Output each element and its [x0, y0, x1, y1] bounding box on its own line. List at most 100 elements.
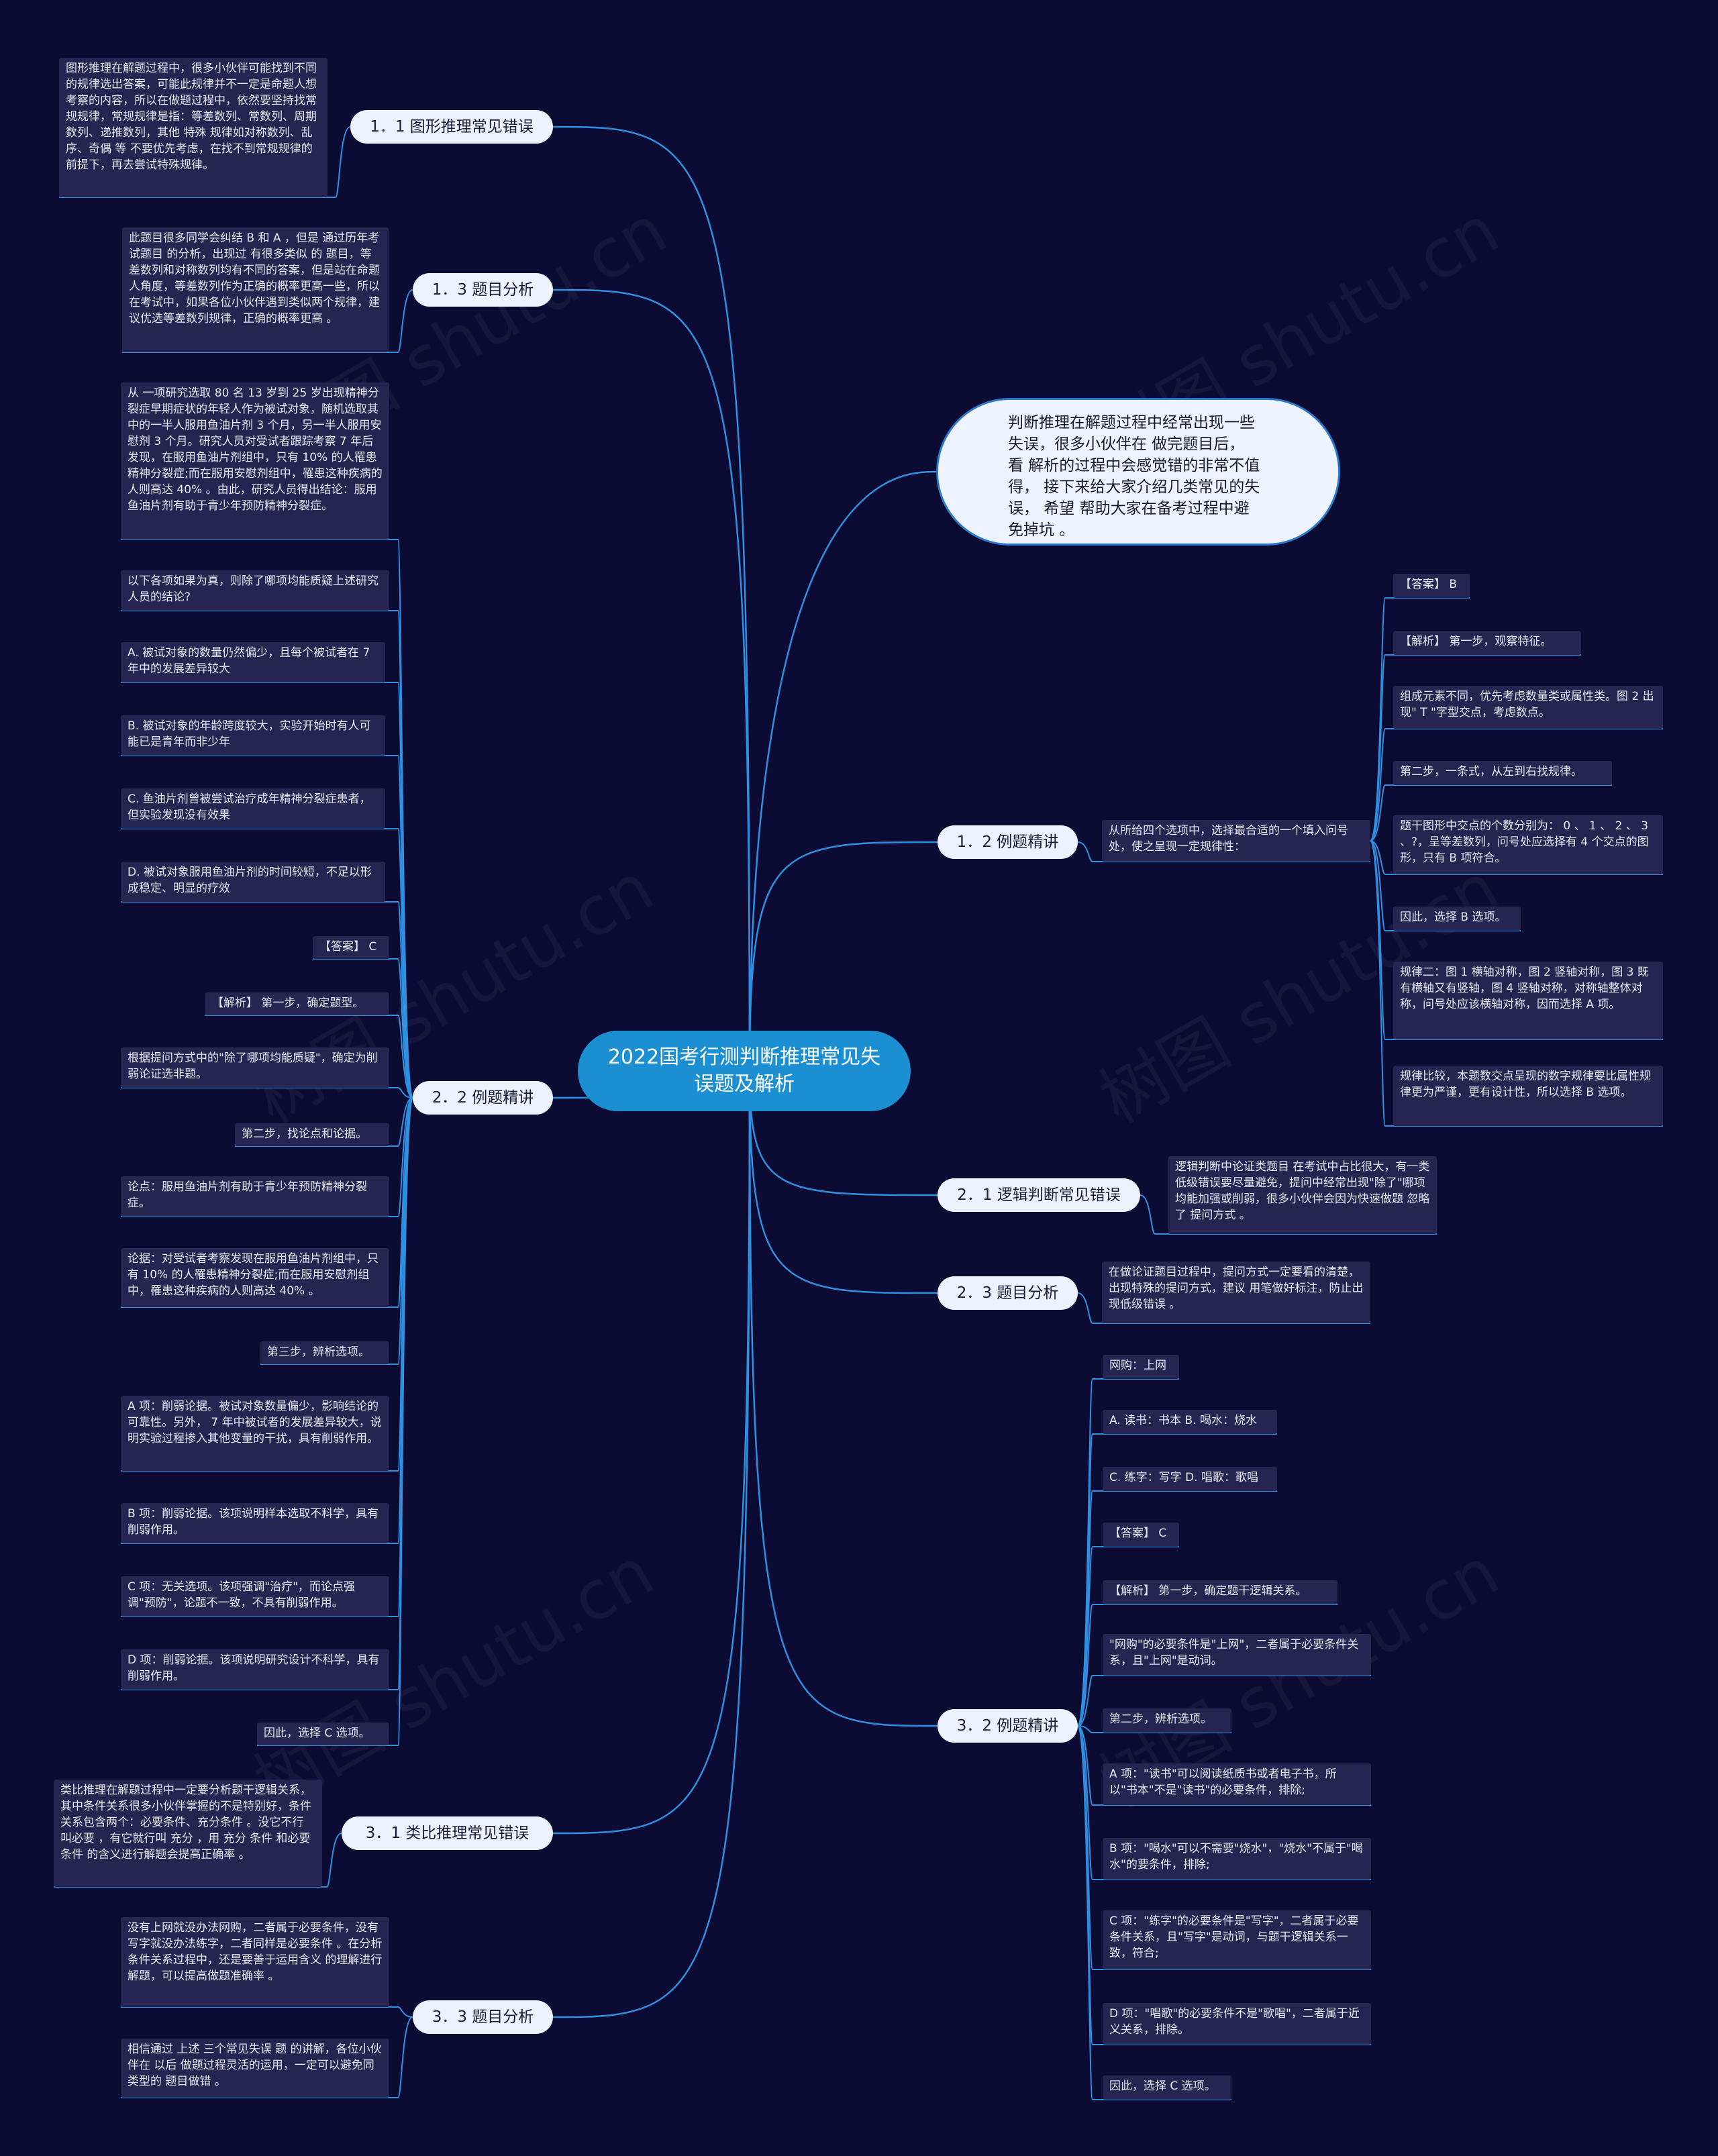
connector-line: [121, 2006, 413, 2018]
connector-line: [205, 1015, 413, 1098]
connector-line: [235, 1097, 413, 1147]
connector-line: [121, 610, 413, 1098]
connector-line: [1077, 1725, 1371, 1806]
connector-line: [552, 1070, 751, 1835]
connector-line: [121, 901, 413, 1098]
leaf-note: C. 练字：写字 D. 唱歌：歌唱: [1103, 1467, 1277, 1491]
connector-line: [121, 2016, 413, 2098]
leaf-note: B. 被试对象的年龄跨度较大，实验开始时有人可能已是青年而非少年: [121, 715, 385, 756]
leaf-note: C. 鱼油片剂曾被尝试治疗成年精神分裂症患者，但实验发现没有效果: [121, 788, 385, 829]
leaf-note: 网购：上网: [1103, 1355, 1179, 1379]
leaf-note: 第二步，找论点和论据。: [235, 1123, 389, 1146]
connector-line: [1370, 840, 1663, 875]
connector-line: [552, 125, 751, 1072]
leaf-note: 相信通过 上述 三个常见失误 题 的讲解，各位小伙伴在 以后 做题过程灵活的运用…: [121, 2039, 389, 2098]
connector-line: [1077, 1546, 1179, 1727]
leaf-note: A. 被试对象的数量仍然偏少，且每个被试者在 7 年中的发展差异较大: [121, 642, 385, 682]
leaf-note: 因此，选择 B 选项。: [1393, 907, 1521, 931]
intro-bubble[interactable]: 判断推理在解题过程中经常出现一些失误，很多小伙伴在 做完题目后， 看 解析的过程…: [936, 398, 1340, 546]
connector-line: [260, 1097, 413, 1365]
connector-line: [121, 1097, 413, 1544]
leaf-note: 规律二：图 1 横轴对称，图 2 竖轴对称，图 3 既有横轴又有竖轴，图 4 竖…: [1393, 962, 1663, 1039]
branch-2-2[interactable]: 2．2 例题精讲: [413, 1081, 553, 1115]
connector-line: [1370, 840, 1663, 1040]
leaf-note: 论点：服用鱼油片剂有助于青少年预防精神分裂症。: [121, 1176, 389, 1217]
leaf-note: 在做论证题目过程中，提问方式一定要看的清楚，出现特殊的提问方式，建议 用笔做好标…: [1102, 1262, 1370, 1323]
leaf-note: 【答案】 C: [1103, 1523, 1179, 1547]
branch-3-2[interactable]: 3．2 例题精讲: [938, 1709, 1078, 1743]
leaf-note: A. 读书：书本 B. 喝水：烧水: [1103, 1410, 1277, 1434]
branch-1-3[interactable]: 1．3 题目分析: [413, 273, 553, 307]
connector-line: [1077, 1604, 1337, 1727]
leaf-note: D 项："唱歌"的必要条件不是"歌唱"，二者属于近义关系，排除。: [1103, 2003, 1371, 2045]
connector-line: [59, 126, 351, 198]
leaf-note: D. 被试对象服用鱼油片剂的时间较短，不足以形成稳定、明显的疗效: [121, 862, 385, 902]
leaf-note: 题干图形中交点的个数分别为： 0 、 1 、 2 、 3 、?，呈等差数列，问号…: [1393, 815, 1663, 874]
connector-line: [1140, 1194, 1437, 1235]
connector-line: [121, 1097, 413, 1217]
connector-line: [313, 958, 413, 1098]
leaf-note: 【解析】 第一步，观察特征。: [1393, 631, 1581, 655]
question-note: 从所给四个选项中，选择最合适的一个填入问号处，使之呈现一定规律性：: [1102, 820, 1370, 862]
leaf-note: 此题目很多同学会纠结 B 和 A ，但是 通过历年考试题目 的分析，出现过 有很…: [122, 227, 389, 352]
connector-line: [1077, 841, 1370, 862]
leaf-note: 因此，选择 C 选项。: [257, 1723, 389, 1745]
connector-line: [121, 828, 413, 1098]
connector-line: [748, 1070, 938, 1294]
leaf-note: B 项：削弱论据。该项说明样本选取不科学，具有削弱作用。: [121, 1503, 389, 1543]
connector-line: [1370, 784, 1612, 841]
leaf-note: 没有上网就没办法网购，二者属于必要条件，没有写字就没办法练字，二者同样是必要条件…: [121, 1917, 389, 2007]
connector-line: [121, 1087, 413, 1098]
leaf-note: 第二步，辨析选项。: [1103, 1708, 1231, 1733]
root-topic[interactable]: 2022国考行测判断推理常见失误题及解析: [578, 1031, 911, 1111]
leaf-note: D 项：削弱论据。该项说明研究设计不科学，具有削弱作用。: [121, 1649, 389, 1690]
leaf-note: 组成元素不同，优先考虑数量类或属性类。图 2 出现" T "字型交点，考虑数点。: [1393, 686, 1663, 729]
connector-line: [748, 1070, 938, 1727]
connector-line: [748, 470, 937, 1072]
leaf-note: 类比推理在解题过程中一定要分析题干逻辑关系，其中条件关系很多小伙伴掌握的不是特别…: [54, 1780, 322, 1887]
branch-1-1[interactable]: 1．1 图形推理常见错误: [350, 110, 553, 144]
leaf-note: C 项：无关选项。该项强调"治疗"，而论点强调"预防"，论题不一致，不具有削弱作…: [121, 1576, 389, 1616]
leaf-note: B 项："喝水"可以不需要"烧水"，"烧水"不属于"喝水"的要条件，排除;: [1103, 1838, 1371, 1880]
branch-3-3[interactable]: 3．3 题目分析: [413, 2000, 553, 2034]
connector-line: [1370, 840, 1663, 1127]
leaf-note: C 项："练字"的必要条件是"写字"，二者属于必要条件关系，且"写字"是动词，与…: [1103, 1910, 1371, 1969]
leaf-note: 从 一项研究选取 80 名 13 岁到 25 岁出现精神分裂症早期症状的年轻人作…: [121, 382, 389, 540]
leaf-note: 规律比较，本题数交点呈现的数字规律要比属性规律更为严谨，更有设计性，所以选择 B…: [1393, 1066, 1663, 1126]
connector-line: [748, 1070, 938, 1196]
connector-line: [1370, 654, 1581, 841]
leaf-note: 论据：对受试者考察发现在服用鱼油片剂组中，只有 10% 的人罹患精神分裂症;而在…: [121, 1248, 389, 1307]
connector-line: [1077, 1675, 1371, 1727]
leaf-note: 第二步，一条式，从左到右找规律。: [1393, 761, 1612, 785]
connector-line: [1077, 1725, 1231, 1733]
connector-line: [1370, 728, 1663, 841]
leaf-note: 【答案】 C: [313, 936, 389, 959]
leaf-note: 以下各项如果为真，则除了哪项均能质疑上述研究人员的结论?: [121, 570, 389, 611]
connector-line: [552, 289, 751, 1072]
connector-line: [54, 1833, 342, 1888]
branch-2-1[interactable]: 2．1 逻辑判断常见错误: [938, 1178, 1140, 1212]
branch-3-1[interactable]: 3．1 类比推理常见错误: [342, 1816, 553, 1850]
branch-2-3[interactable]: 2．3 题目分析: [938, 1276, 1078, 1310]
connector-line: [1077, 1725, 1371, 1880]
leaf-note: A 项：削弱论据。被试对象数量偏少，影响结论的可靠性。另外， 7 年中被试者的发…: [121, 1396, 389, 1471]
connector-line: [1077, 1292, 1370, 1324]
connector-line: [1370, 840, 1521, 931]
connector-line: [1077, 1725, 1231, 2100]
connector-line: [122, 289, 413, 353]
leaf-note: "网购"的必要条件是"上网"，二者属于必要条件关系，且"上网"是动词。: [1103, 1634, 1371, 1676]
connector-line: [257, 1097, 413, 1746]
connector-line: [552, 1070, 751, 2018]
branch-1-2[interactable]: 1．2 例题精讲: [938, 825, 1078, 859]
leaf-note: A 项："读书"可以阅读纸质书或者电子书，所以"书本"不是"读书"的必要条件，排…: [1103, 1763, 1371, 1805]
leaf-note: 根据提问方式中的"除了哪项均能质疑"，确定为削弱论证选非题。: [121, 1047, 389, 1088]
leaf-note: 第三步，辨析选项。: [260, 1341, 389, 1364]
leaf-note: 因此，选择 C 选项。: [1103, 2075, 1231, 2100]
leaf-note: 【解析】 第一步，确定题干逻辑关系。: [1103, 1580, 1337, 1604]
connector-line: [748, 841, 938, 1072]
leaf-note: 逻辑判断中论证类题目 在考试中占比很大，有一类低级错误要尽量避免，提问中经常出现…: [1168, 1156, 1437, 1234]
leaf-note: 【答案】 B: [1393, 574, 1470, 598]
leaf-note: 图形推理在解题过程中，很多小伙伴可能找到不同的规律选出答案，可能此规律并不一定是…: [59, 58, 327, 197]
leaf-note: 【解析】 第一步，确定题型。: [205, 992, 389, 1015]
